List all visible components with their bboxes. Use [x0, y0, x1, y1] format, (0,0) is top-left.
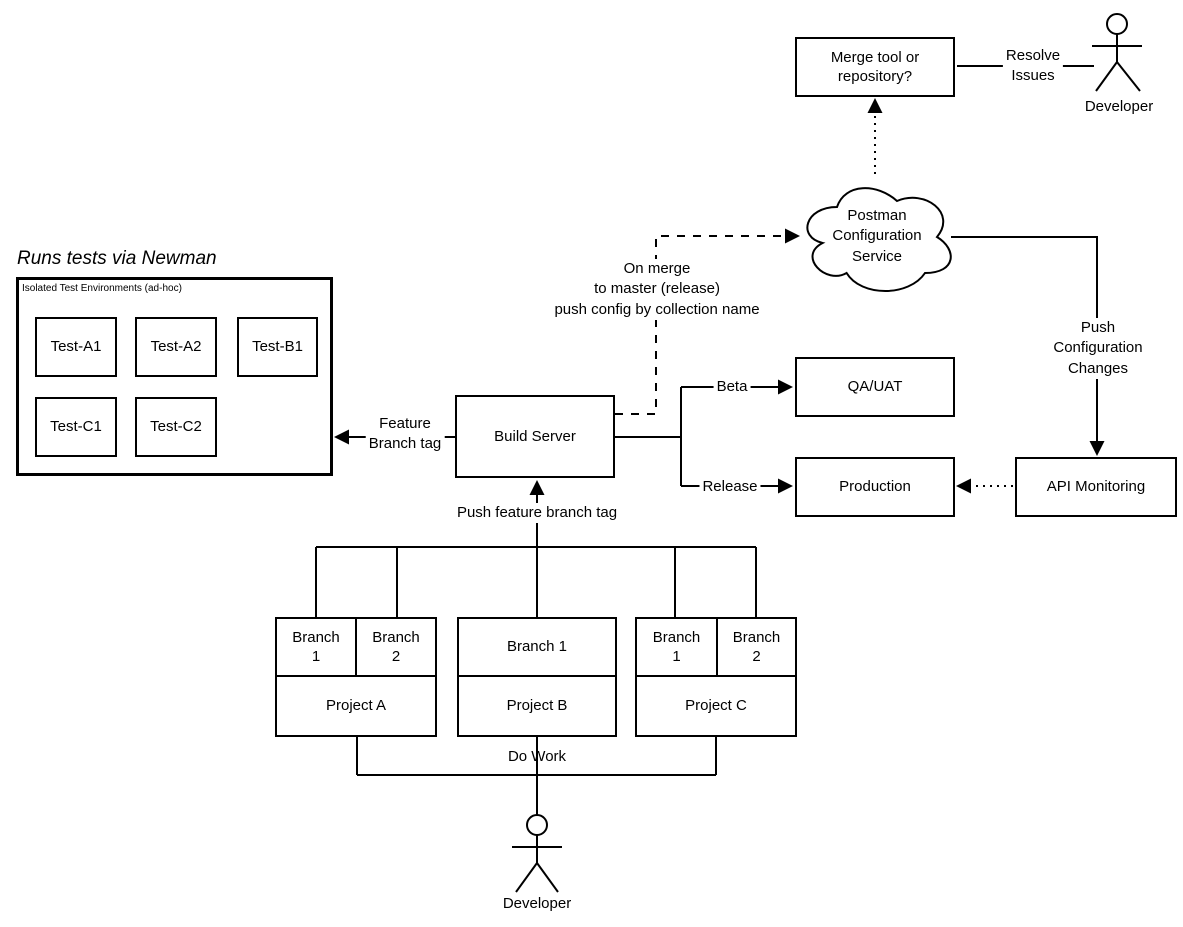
api-monitoring-node: API Monitoring — [1015, 457, 1177, 517]
test-node-b1: Test-B1 — [237, 317, 318, 377]
test-node-c1: Test-C1 — [35, 397, 117, 457]
edge-cloud-to-merge-tool-dotted — [867, 98, 883, 174]
test-node-a2: Test-A2 — [135, 317, 217, 377]
edge-branch-tree — [315, 546, 757, 617]
developer-top-actor-icon — [1092, 13, 1142, 92]
project-a-branch-1: Branch 1 — [275, 617, 357, 677]
qa-uat-node: QA/UAT — [795, 357, 955, 417]
release-label: Release — [699, 477, 761, 498]
test-node-a1: Test-A1 — [35, 317, 117, 377]
on-merge-label: On merge to master (release) push config… — [551, 259, 763, 320]
beta-label: Beta — [713, 377, 751, 398]
merge-tool-node: Merge tool or repository? — [795, 37, 955, 97]
project-a-node: Project A — [275, 675, 437, 737]
project-b-node: Project B — [457, 675, 617, 737]
project-c-branch-1: Branch 1 — [635, 617, 718, 677]
test-node-c2: Test-C2 — [135, 397, 217, 457]
developer-bottom-label: Developer — [502, 895, 572, 912]
resolve-issues-label: Resolve Issues — [1002, 46, 1064, 87]
project-b-branch-1: Branch 1 — [457, 617, 617, 677]
project-a-branch-2: Branch 2 — [355, 617, 437, 677]
feature-branch-tag-label: Feature Branch tag — [365, 414, 445, 455]
do-work-label: Do Work — [507, 748, 567, 765]
runs-tests-note: Runs tests via Newman — [17, 248, 217, 269]
edge-api-monitoring-to-production-dotted — [956, 478, 1013, 494]
isolated-test-environments-label: Isolated Test Environments (ad-hoc) — [22, 283, 182, 294]
developer-bottom-actor-icon — [512, 814, 562, 893]
developer-top-label: Developer — [1084, 98, 1154, 115]
build-server-node: Build Server — [455, 395, 615, 478]
project-c-branch-2: Branch 2 — [716, 617, 797, 677]
push-configuration-changes-label: Push Configuration Changes — [1050, 318, 1146, 379]
production-node: Production — [795, 457, 955, 517]
edge-on-merge-dashed — [615, 228, 800, 415]
push-feature-branch-tag-label: Push feature branch tag — [453, 503, 621, 524]
project-c-node: Project C — [635, 675, 797, 737]
postman-cloud-label: Postman Configuration Service — [832, 207, 922, 265]
